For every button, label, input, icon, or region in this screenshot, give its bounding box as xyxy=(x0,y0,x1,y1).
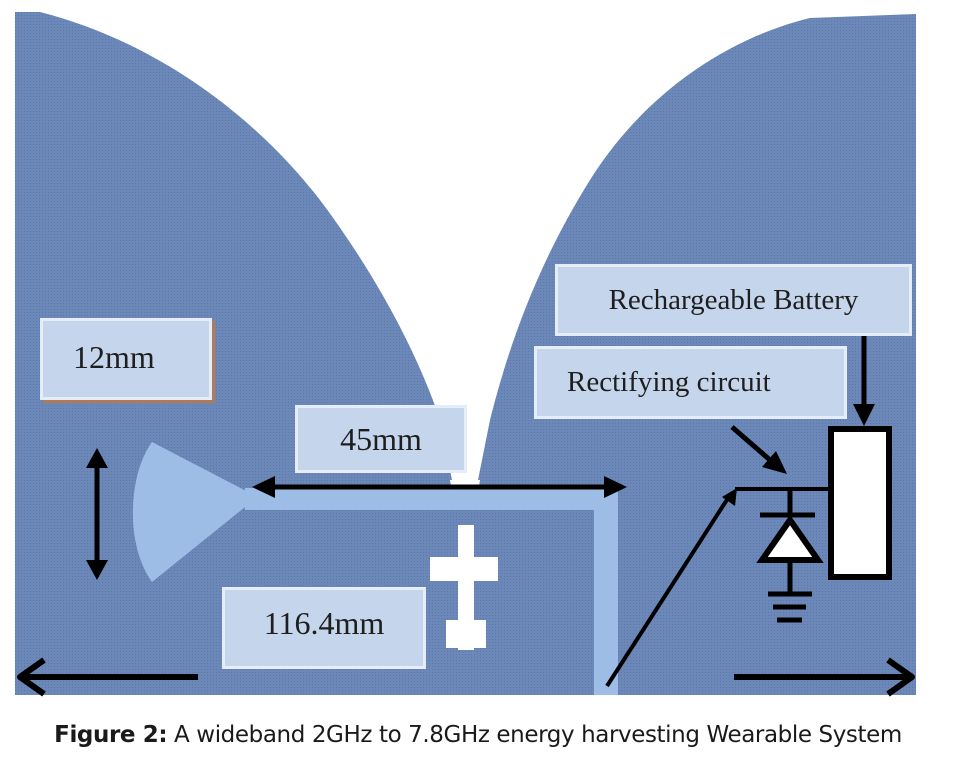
caption-prefix: Figure 2: xyxy=(54,722,168,748)
length-dimension-arrow xyxy=(252,476,627,498)
label-45mm: 45mm xyxy=(295,405,467,473)
battery-pointer-arrow xyxy=(853,335,875,426)
battery-icon xyxy=(828,426,892,580)
caption-text: A wideband 2GHz to 7.8GHz energy harvest… xyxy=(167,722,902,748)
rectifier-pointer-arrow xyxy=(730,425,787,474)
width-dimension-arrow xyxy=(86,448,108,580)
matching-stub xyxy=(430,525,498,650)
feed-to-rectifier-arrow xyxy=(605,487,832,688)
figure-caption: Figure 2: A wideband 2GHz to 7.8GHz ener… xyxy=(0,722,956,748)
label-12mm: 12mm xyxy=(40,318,212,400)
diode-icon xyxy=(756,489,824,592)
label-rectifying-circuit: Rectifying circuit xyxy=(534,346,847,419)
total-length-arrow-left xyxy=(17,657,198,697)
antenna-radiator xyxy=(132,442,250,582)
label-116mm: 116.4mm xyxy=(222,587,426,669)
ground-plane-substrate xyxy=(15,12,916,695)
ground-icon xyxy=(768,591,812,623)
energy-harvesting-diagram: 12mm 45mm 116.4mm Rechargeable Battery R… xyxy=(15,12,916,697)
label-rechargeable-battery: Rechargeable Battery xyxy=(555,264,912,336)
feed-line xyxy=(245,488,618,695)
total-length-arrow-right xyxy=(734,657,915,697)
